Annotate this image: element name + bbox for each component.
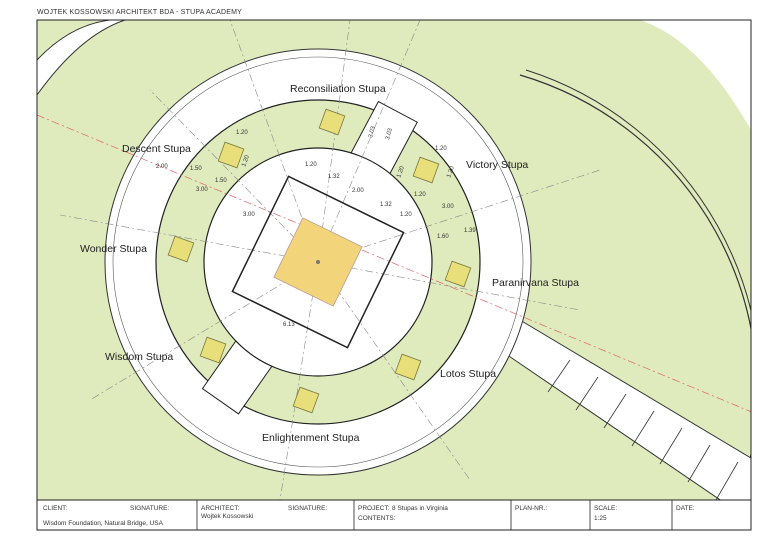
svg-text:2.00: 2.00 — [352, 188, 364, 194]
stupa-descent — [217, 141, 245, 169]
scale-value: 1:25 — [594, 515, 607, 522]
svg-text:3.03: 3.03 — [385, 127, 394, 140]
svg-text:3.00: 3.00 — [196, 187, 208, 193]
svg-text:1.32: 1.32 — [380, 202, 392, 208]
walkway — [489, 298, 751, 500]
signature2-label: SIGNATURE: — [288, 505, 327, 512]
project-value: 8 Stupas in Virginia — [392, 505, 448, 512]
project-label: PROJECT: — [358, 505, 390, 512]
svg-text:1.20: 1.20 — [236, 130, 248, 136]
svg-text:1.50: 1.50 — [215, 178, 227, 184]
label-descent: Descent Stupa — [122, 143, 191, 155]
stupa-victory — [412, 156, 440, 184]
client-label: CLIENT: — [43, 505, 67, 512]
label-lotos: Lotos Stupa — [440, 368, 496, 380]
svg-text:1.20: 1.20 — [305, 162, 317, 168]
dimension-labels: 1.20 1.20 2.00 1.50 1.50 3.00 3.00 1.20 … — [156, 125, 476, 328]
stupa-reconsiliation — [318, 108, 346, 136]
svg-text:6.13: 6.13 — [283, 322, 295, 328]
architect-label: ARCHITECT: — [201, 505, 239, 512]
signature-label: SIGNATURE: — [130, 505, 169, 512]
svg-text:1.39: 1.39 — [464, 228, 476, 234]
label-victory: Victory Stupa — [466, 159, 528, 171]
contents-label: CONTENTS: — [358, 515, 396, 522]
svg-text:1.20: 1.20 — [446, 165, 456, 179]
label-wisdom: Wisdom Stupa — [105, 351, 173, 363]
architect-value: Wojtek Kossowski — [201, 513, 253, 520]
date-label: DATE: — [676, 505, 695, 512]
stupa-lotos — [394, 353, 422, 381]
svg-text:2.00: 2.00 — [156, 164, 168, 170]
main-axis — [37, 114, 751, 413]
svg-text:1.50: 1.50 — [190, 166, 202, 172]
outer-arc-path — [519, 74, 751, 481]
svg-text:1.60: 1.60 — [437, 234, 449, 240]
plan-label: PLAN-NR.: — [515, 505, 547, 512]
label-enlightenment: Enlightenment Stupa — [262, 432, 360, 444]
label-reconsiliation: Reconsiliation Stupa — [290, 83, 386, 95]
scale-label: SCALE: — [594, 505, 617, 512]
client-value: Wisdom Foundation, Natural Bridge, USA — [43, 520, 164, 527]
svg-text:1.20: 1.20 — [241, 154, 251, 168]
stupa-enlightenment — [292, 386, 320, 414]
stupa-paranirvana — [444, 260, 472, 288]
svg-text:3.03: 3.03 — [368, 125, 377, 138]
svg-text:3.00: 3.00 — [243, 212, 255, 218]
white-area — [520, 20, 751, 130]
svg-text:1.20: 1.20 — [414, 192, 426, 198]
svg-text:1.20: 1.20 — [435, 146, 447, 152]
title-block: CLIENT: SIGNATURE: Wisdom Foundation, Na… — [36, 499, 752, 531]
drawing-header: WOJTEK KOSSOWSKI ARCHITEKT BDA - STUPA A… — [37, 9, 242, 16]
svg-text:3.00: 3.00 — [442, 204, 454, 210]
label-wonder: Wonder Stupa — [80, 243, 147, 255]
central-platform — [231, 175, 405, 349]
svg-text:1.20: 1.20 — [400, 212, 412, 218]
stupa-wonder — [167, 235, 195, 263]
svg-text:1.20: 1.20 — [396, 165, 406, 179]
stupa-wisdom — [199, 336, 227, 364]
svg-text:1.32: 1.32 — [328, 174, 340, 180]
label-paranirvana: Paranirvana Stupa — [492, 277, 579, 289]
